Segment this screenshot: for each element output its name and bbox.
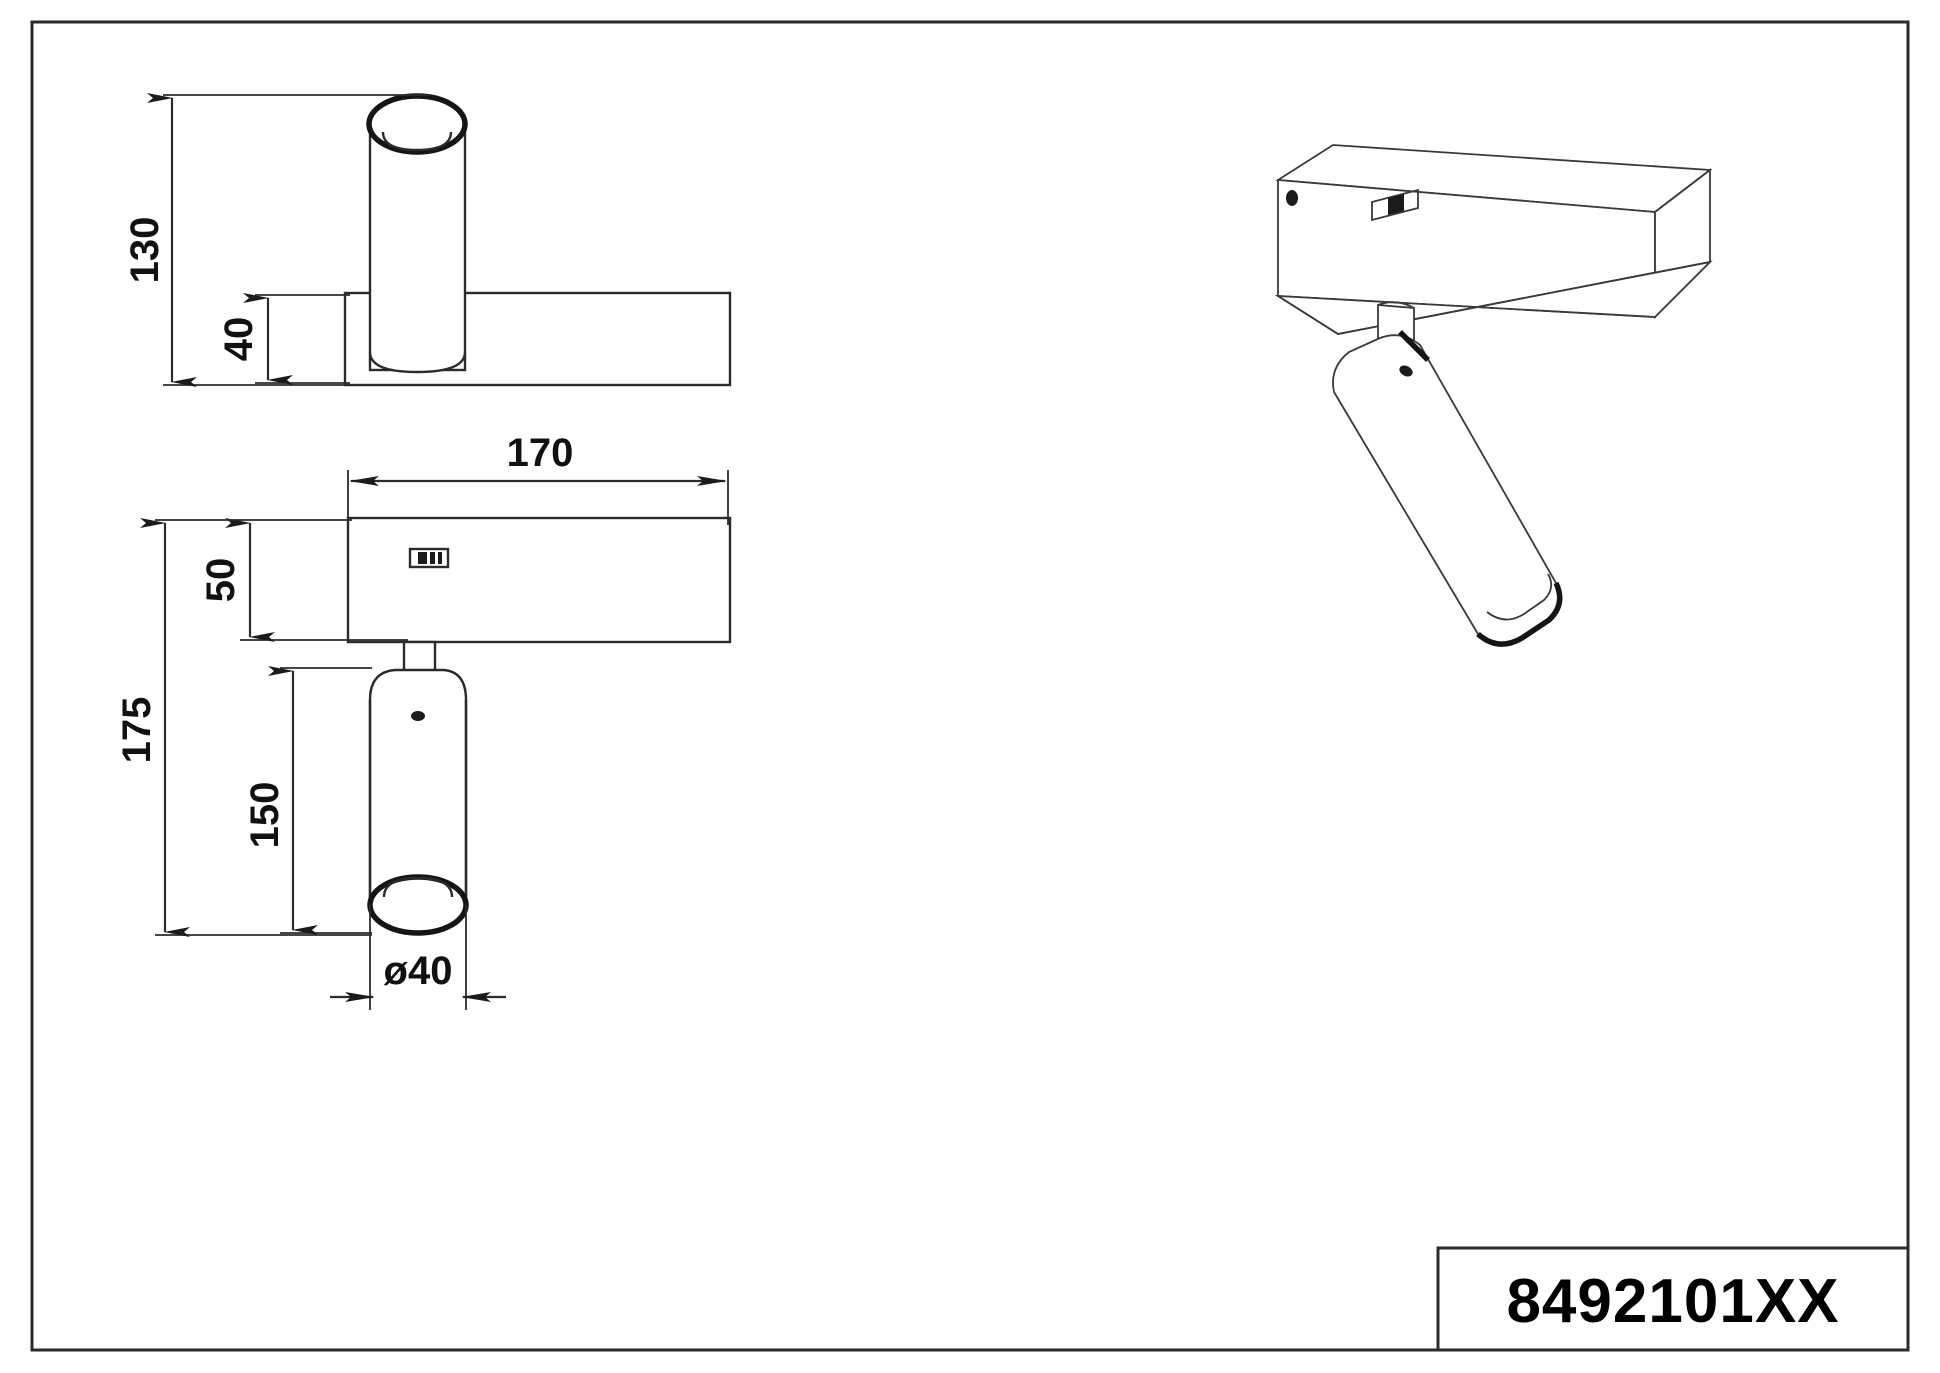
view-front-elevation: 170 50 175 150 ø40: [115, 431, 732, 1010]
view-side-elevation: 130 40: [123, 93, 732, 387]
sheet-border: [30, 20, 1910, 1352]
switch-indicator-dark-c: [438, 552, 442, 564]
iso-spot-rim-outer: [1476, 581, 1563, 647]
housing-outline: [346, 516, 732, 644]
switch-indicator-dark-a: [418, 552, 427, 564]
iso-switch-frame: [1371, 188, 1419, 222]
adjustment-screw-icon: [411, 711, 425, 721]
iso-knuckle-top-curve: [1377, 301, 1415, 309]
spot-rim-outer: [367, 874, 469, 936]
cylinder-bore-inner: [381, 131, 453, 152]
dim-label-130: 130: [123, 217, 167, 284]
switch-indicator-front: [408, 547, 450, 569]
view-isometric: [1274, 144, 1713, 647]
iso-spot-tube: [1332, 334, 1561, 645]
spot-bore-inner: [382, 876, 454, 898]
dim-label-50: 50: [199, 558, 243, 603]
part-number-label: 8492101XX: [1506, 1267, 1839, 1336]
dim-label-40: 40: [217, 317, 261, 362]
dim-label-diameter-40: ø40: [384, 949, 453, 993]
iso-knuckle-fastener: [1398, 330, 1430, 362]
iso-bottom-edge-a: [1277, 295, 1339, 335]
spot-cylinder-body: [368, 668, 468, 902]
iso-end-screw-icon: [1286, 190, 1298, 206]
switch-indicator-frame: [408, 547, 450, 569]
iso-spot-bore-inner: [1486, 573, 1553, 621]
iso-switch-dark: [1388, 194, 1404, 215]
title-block: 8492101XX: [1436, 1246, 1910, 1352]
iso-adjustment-screw-icon: [1399, 365, 1413, 377]
cylinder-bottom-cap: [368, 351, 467, 374]
dim-label-170: 170: [507, 431, 574, 475]
title-block-frame: [1436, 1246, 1910, 1352]
cylinder-rim-outer: [366, 93, 468, 155]
dim-label-150: 150: [243, 782, 287, 849]
dim-label-175: 175: [115, 697, 159, 764]
cylinder-body: [368, 123, 467, 372]
switch-indicator-dark-b: [430, 552, 435, 564]
iso-switch-indicator: [1371, 188, 1419, 222]
